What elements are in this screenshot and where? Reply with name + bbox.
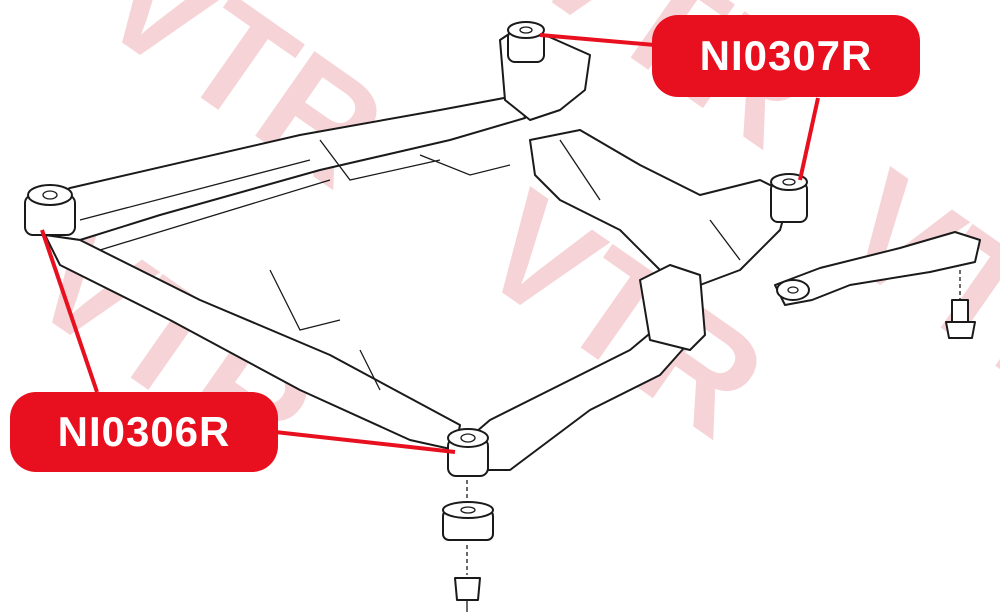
subframe-drawing [24, 21, 981, 612]
leader-lines [40, 33, 820, 454]
bolt-right [945, 270, 976, 339]
callout-ni0307r: NI0307R [652, 15, 920, 97]
bushing-rear-left [507, 21, 545, 63]
control-arm [774, 231, 981, 306]
exploded-bushing [442, 480, 494, 612]
bushing-front-left [24, 184, 76, 236]
center-bracket [639, 264, 706, 351]
watermark-text-5: VTR [812, 139, 1000, 449]
callout-ni0306r: NI0306R [10, 392, 278, 472]
bushing-rear-right [770, 173, 808, 223]
leader-ni0306r-b [274, 430, 456, 454]
leader-ni0307r-b [798, 97, 820, 181]
detail-lines [79, 139, 741, 391]
leader-ni0306r-a [40, 229, 99, 393]
rear-cross-member [529, 129, 791, 286]
bushing-front-center [447, 428, 489, 477]
bushing-arm [776, 279, 810, 301]
leader-ni0307r-a [539, 33, 656, 47]
